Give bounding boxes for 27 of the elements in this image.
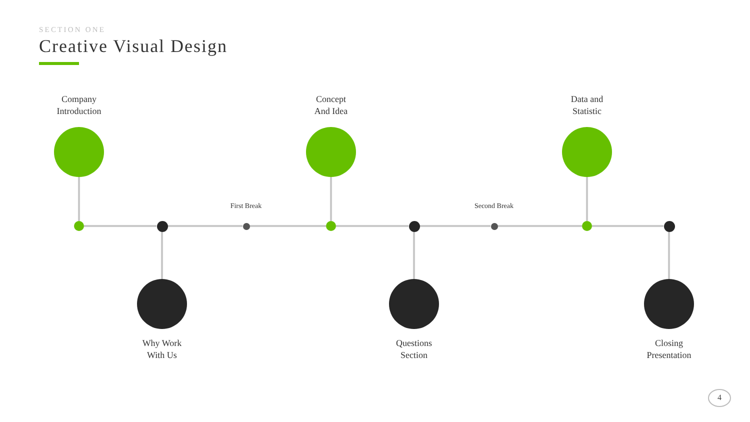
- milestone-label: Closing Presentation: [646, 337, 692, 361]
- timeline-dot: [408, 220, 420, 232]
- connector-line: [84, 225, 156, 227]
- connector-line: [168, 225, 242, 227]
- connector-line: [586, 177, 588, 221]
- milestone-label: Why Work With Us: [141, 337, 183, 361]
- connector-line: [330, 177, 332, 221]
- connector-line: [668, 232, 670, 279]
- timeline-dot: [326, 221, 336, 231]
- timeline-dot: [156, 220, 168, 232]
- connector-line: [250, 225, 326, 227]
- timeline-dot: [664, 220, 674, 232]
- connector-line: [161, 232, 163, 279]
- connector-line: [336, 225, 408, 227]
- connector-line: [592, 225, 664, 227]
- connector-line: [78, 177, 80, 221]
- milestone-label: Company Introduction: [56, 93, 102, 117]
- slide-title: Creative Visual Design: [39, 36, 228, 57]
- connector-line: [413, 232, 415, 279]
- timeline-dot: [582, 221, 592, 231]
- milestone-label: Concept And Idea: [313, 93, 349, 117]
- connector-line: [498, 225, 582, 227]
- connector-line: [420, 225, 490, 227]
- timeline-dot: [74, 221, 84, 231]
- page-number: 4: [708, 389, 731, 407]
- milestone-label: Data and Statistic: [570, 93, 604, 117]
- milestone-label: Questions Section: [395, 337, 433, 361]
